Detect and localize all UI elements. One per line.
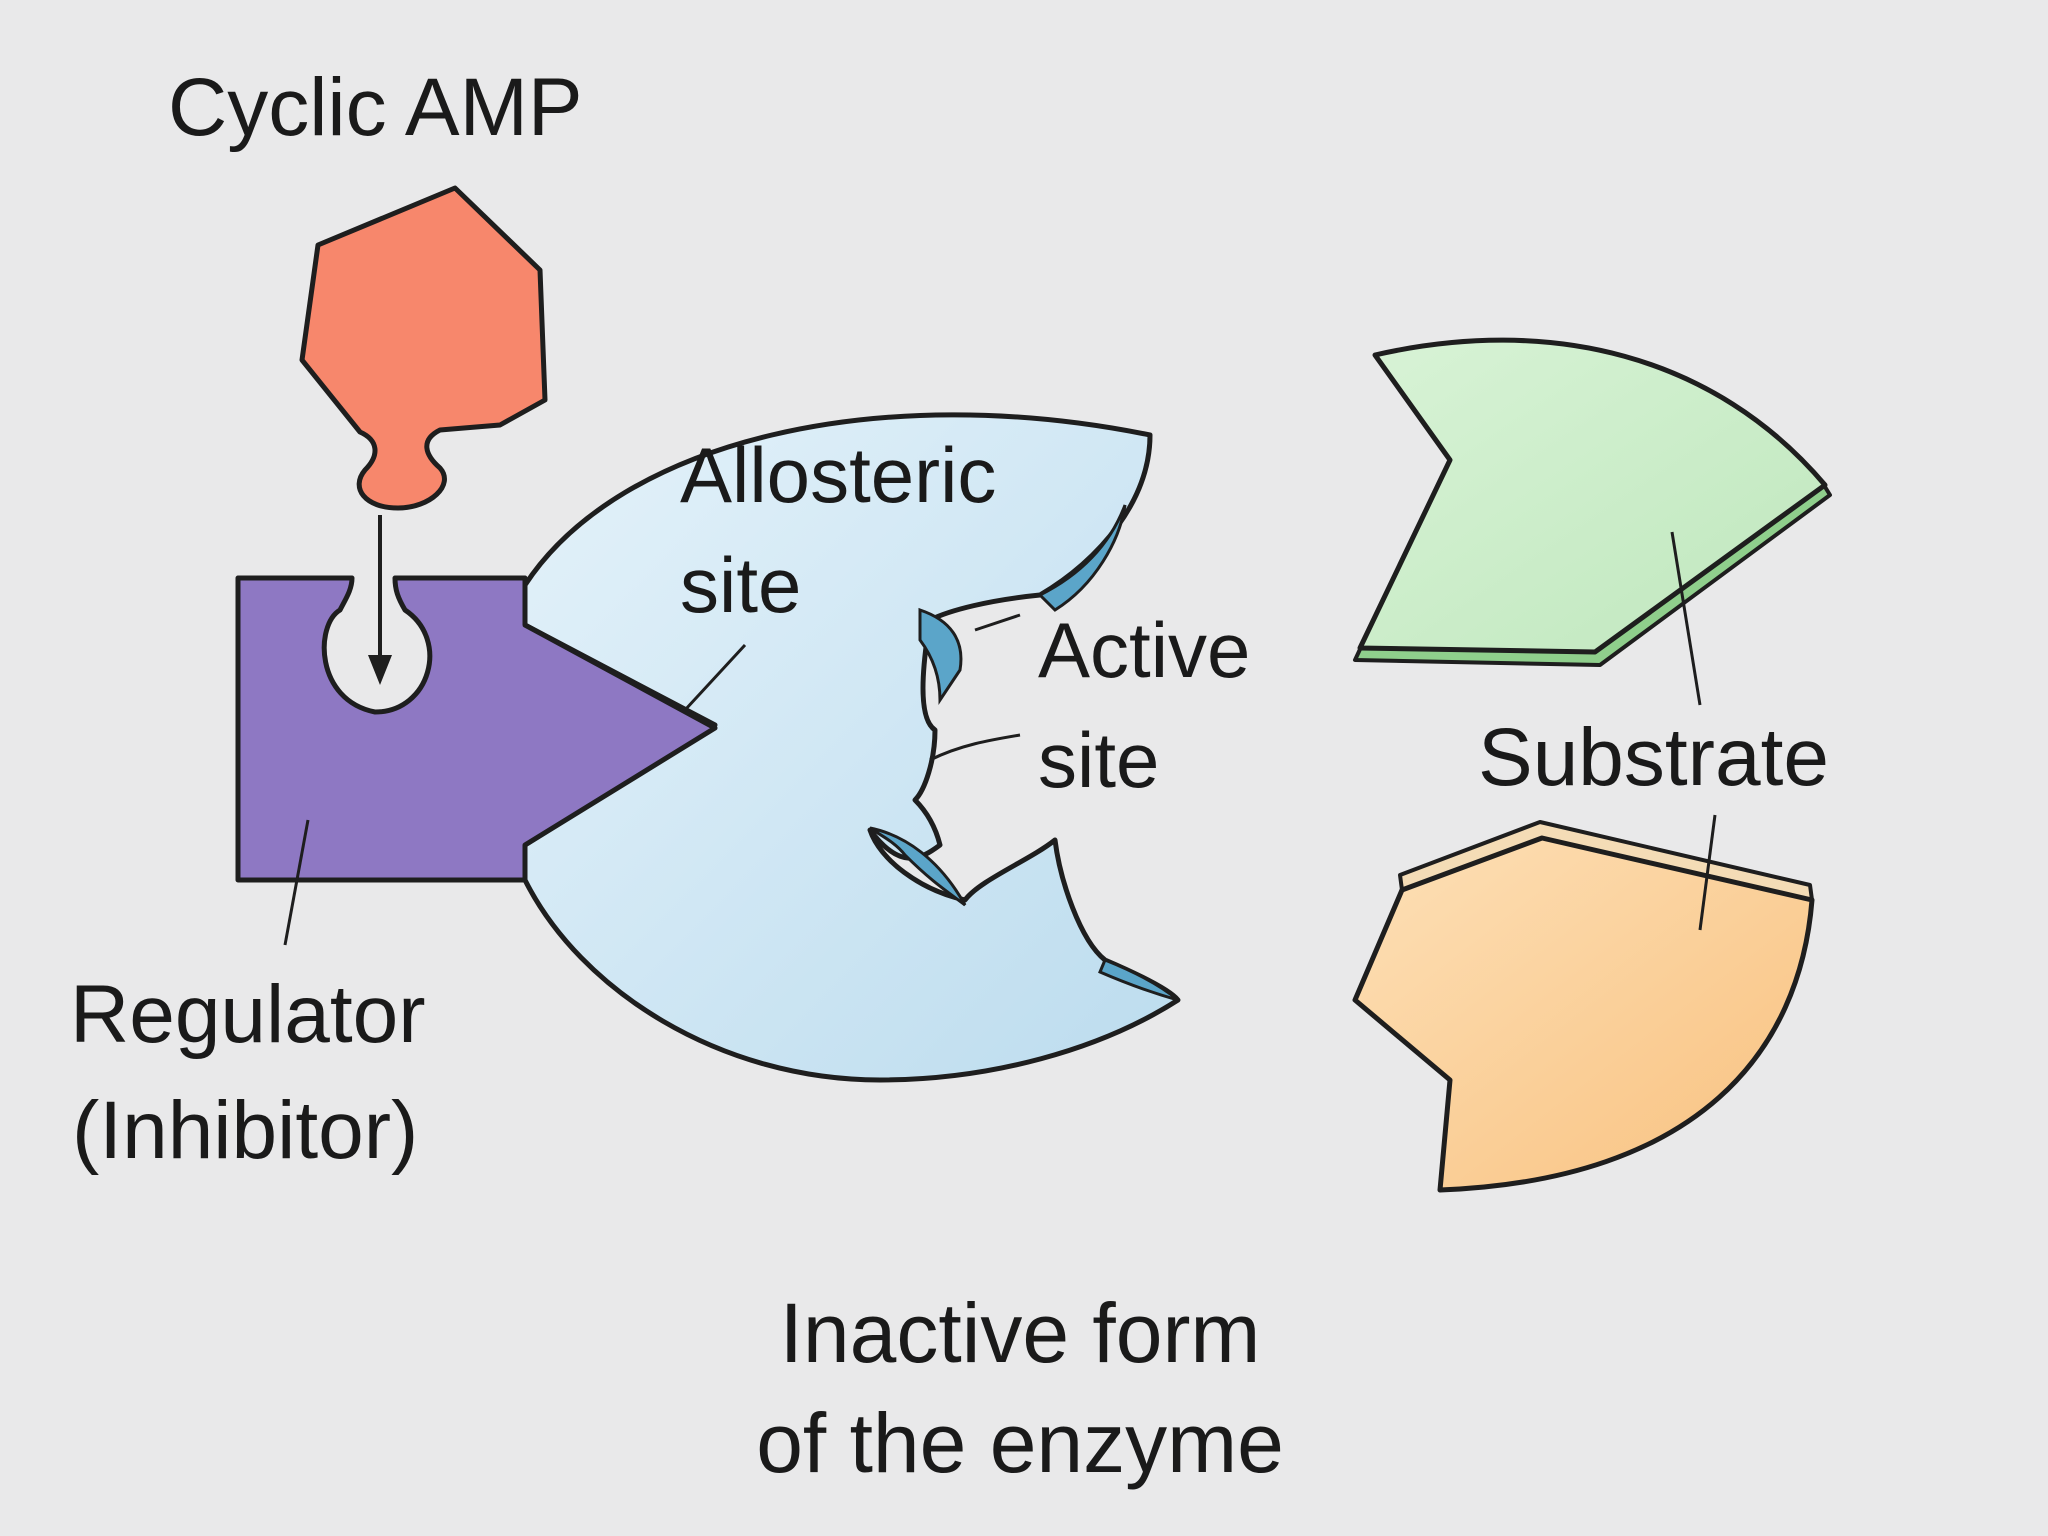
hexagon-molecule-icon (299, 185, 548, 511)
active-site-leader-2 (929, 733, 1021, 762)
active-site-upper (918, 607, 963, 705)
allosteric-leader (683, 643, 747, 712)
allosteric-site-label-line2: site (680, 541, 801, 629)
enzyme-lower-rim (1098, 958, 1179, 1002)
regulator-label-line1: Regulator (70, 969, 426, 1060)
substrate-orange (1352, 820, 1815, 1193)
regulator-leader (283, 819, 310, 946)
active-site-label-line2: site (1038, 716, 1159, 804)
active-site-lower (869, 826, 967, 907)
substrate-label: Substrate (1478, 712, 1829, 803)
allosteric-site-label-line1: Allosteric (680, 431, 996, 519)
enzyme-body (522, 412, 1181, 1083)
cyclic-amp-molecule (299, 185, 548, 511)
caption-line2: of the enzyme (756, 1396, 1284, 1490)
enzyme-upper-rim (1037, 504, 1127, 612)
regulator-inhibitor (235, 575, 718, 883)
leader-lines (283, 531, 1717, 946)
substrate-leader-orange (1698, 814, 1717, 931)
substrate-green (1353, 337, 1832, 667)
down-arrow-icon (368, 515, 392, 685)
active-site-leader-1 (974, 613, 1021, 632)
caption-line1: Inactive form (780, 1286, 1261, 1380)
regulator-label-line2: (Inhibitor) (72, 1085, 418, 1176)
substrate-leader-green (1670, 531, 1702, 706)
active-site-label-line1: Active (1038, 606, 1250, 694)
cyclic-amp-label: Cyclic AMP (168, 62, 583, 153)
